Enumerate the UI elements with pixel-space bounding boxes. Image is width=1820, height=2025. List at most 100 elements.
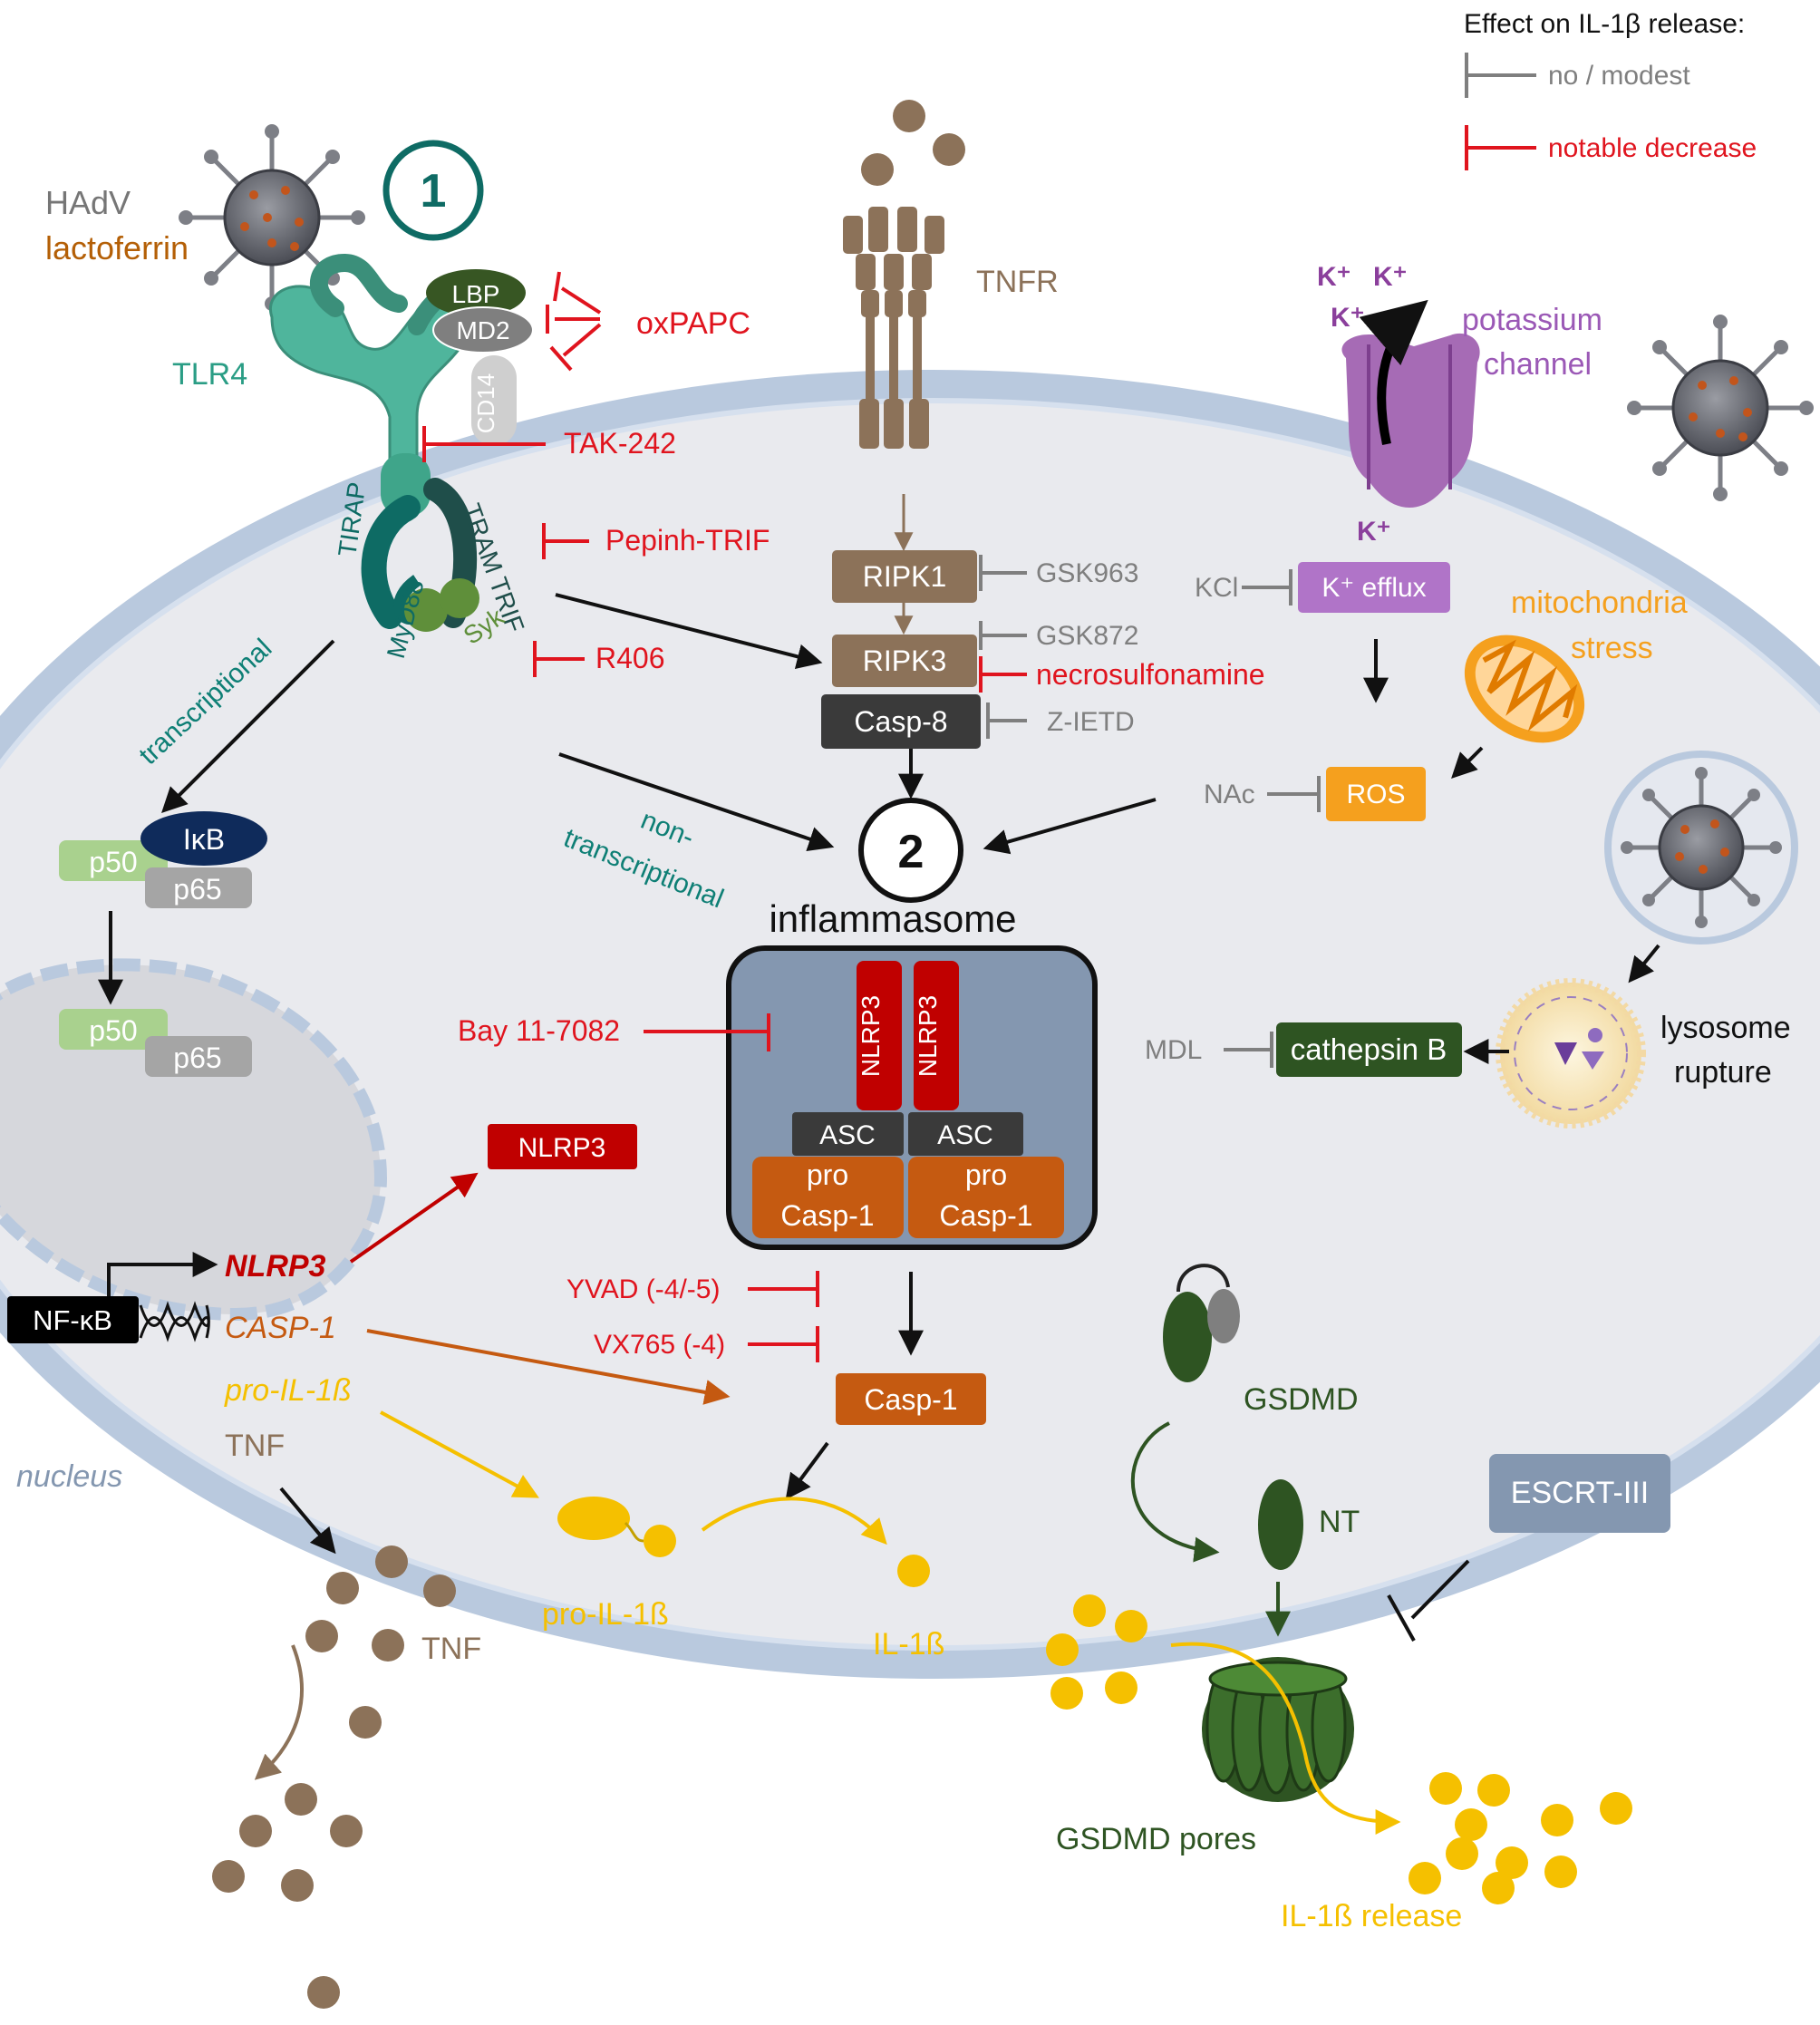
lysosome-icon — [1496, 978, 1646, 1129]
pepinh-label: Pepinh-TRIF — [605, 524, 770, 557]
gsdmd-cleavage-arrow — [1130, 1421, 1220, 1563]
svg-text:NF-κB: NF-κB — [33, 1304, 112, 1336]
kcl-inhibition — [1242, 569, 1292, 606]
r406-label: R406 — [595, 642, 665, 674]
potassium-channel-label-2: channel — [1484, 347, 1592, 382]
ripk1-node: RIPK1 — [832, 550, 977, 603]
potassium-channel-icon — [1341, 299, 1480, 508]
nlrp3-gene-arrow — [349, 1172, 479, 1264]
yvad-label: YVAD (-4/-5) — [566, 1274, 720, 1304]
svg-text:p65: p65 — [173, 1042, 221, 1074]
svg-text:ESCRT-III: ESCRT-III — [1511, 1476, 1649, 1510]
svg-text:ASC: ASC — [819, 1120, 876, 1150]
legend: Effect on IL-1β release: no / modest not… — [1464, 9, 1757, 170]
svg-text:2: 2 — [898, 826, 925, 878]
svg-text:cathepsin B: cathepsin B — [1291, 1032, 1447, 1066]
nfkb-ikb-complex: p50 p65 IκB — [59, 811, 267, 908]
tlr4-label: TLR4 — [172, 357, 247, 392]
pro-il1b-icon — [557, 1497, 676, 1557]
svg-text:RIPK3: RIPK3 — [863, 644, 946, 677]
casp1-to-cleavage-arrow — [785, 1441, 829, 1500]
il1b-icon — [897, 1555, 930, 1587]
svg-text:ASC: ASC — [937, 1120, 993, 1150]
bay-inhibition — [644, 1013, 770, 1051]
svg-text:NLRP3: NLRP3 — [857, 995, 885, 1077]
il1b-release-arrow — [1170, 1642, 1401, 1835]
nlrp3-protein-node: NLRP3 — [488, 1124, 637, 1169]
svg-text:NLRP3: NLRP3 — [518, 1133, 606, 1163]
necrosulfonamine-label: necrosulfonamine — [1036, 658, 1265, 691]
tlr4-to-nfkb-arrow — [161, 639, 335, 813]
lysosome-label-1: lysosome — [1660, 1011, 1791, 1045]
lbp-md2-cd14: LBP MD2 CD14 — [426, 269, 534, 446]
cd14-label: CD14 — [472, 373, 499, 433]
tnf-molecules — [212, 1545, 456, 2009]
tnf-secreted-label: TNF — [421, 1632, 481, 1666]
tlr4-to-inflammasome-arrow — [558, 752, 835, 852]
svg-text:IκB: IκB — [183, 823, 225, 856]
step-1-marker: 1 — [382, 140, 484, 241]
ros-node: ROS — [1326, 767, 1426, 821]
gsdmd-label: GSDMD — [1244, 1382, 1359, 1417]
r406-inhibition — [533, 641, 585, 677]
step-2-marker: 2 — [858, 798, 963, 903]
hadv-label: HAdV — [45, 184, 131, 221]
bay-label: Bay 11-7082 — [458, 1014, 620, 1047]
lysosome-label-2: rupture — [1674, 1055, 1772, 1090]
k-ion-1: K⁺ — [1317, 262, 1351, 292]
inflammasome-complex: NLRP3 NLRP3 ASC ASC pro Casp-1 pro Casp-… — [726, 945, 1098, 1250]
mito-label-1: mitochondria — [1511, 586, 1688, 620]
tlr4-to-ripk3-arrow — [555, 593, 823, 670]
escrt-iii-node: ESCRT-III — [1489, 1454, 1670, 1533]
zietd-label: Z-IETD — [1047, 707, 1135, 737]
legend-no-modest: no / modest — [1548, 61, 1690, 91]
proil-gene-arrow — [380, 1410, 539, 1498]
svg-text:NLRP3: NLRP3 — [914, 995, 942, 1077]
k-efflux-node: K⁺ efflux — [1298, 562, 1450, 613]
il1b-label: IL-1ß — [873, 1627, 944, 1662]
tlr4-receptor — [268, 253, 503, 632]
svg-text:1: 1 — [421, 165, 447, 218]
gsk872-label: GSK872 — [1036, 621, 1138, 651]
nt-label: NT — [1319, 1505, 1360, 1539]
nac-inhibition — [1267, 776, 1321, 812]
svg-text:K⁺ efflux: K⁺ efflux — [1321, 573, 1426, 603]
casp1-node: Casp-1 — [836, 1373, 986, 1425]
svg-text:Casp-1: Casp-1 — [939, 1199, 1032, 1232]
lbp-label: LBP — [452, 280, 500, 308]
gene-tnf: TNF — [225, 1429, 285, 1463]
zietd-inhibition — [986, 702, 1027, 739]
nucleus — [0, 958, 388, 1322]
il1b-release-label: IL-1ß release — [1281, 1899, 1462, 1933]
legend-title: Effect on IL-1β release: — [1464, 9, 1745, 39]
k-ion-2: K⁺ — [1373, 262, 1408, 292]
cleavage-arrow — [701, 1497, 887, 1545]
gene-pro-il1b: pro-IL-1ß — [224, 1373, 352, 1408]
md2-label: MD2 — [456, 316, 509, 344]
tnfr-label: TNFR — [976, 265, 1059, 299]
casp8-node: Casp-8 — [821, 694, 981, 749]
svg-text:ROS: ROS — [1346, 780, 1405, 809]
svg-text:Casp-1: Casp-1 — [780, 1199, 874, 1232]
mitochondria-icon — [1464, 635, 1585, 743]
tnf-gene-arrow — [279, 1487, 336, 1555]
gsk963-label: GSK963 — [1036, 558, 1138, 588]
lactoferrin-label: lactoferrin — [45, 229, 189, 266]
svg-text:RIPK1: RIPK1 — [863, 560, 946, 593]
tnf-ligands-top — [861, 100, 965, 186]
svg-text:Casp-1: Casp-1 — [864, 1383, 957, 1416]
k-ion-inside: K⁺ — [1357, 517, 1391, 547]
gsk872-inhibition — [979, 621, 1027, 650]
tnf-secretion-arrow — [254, 1644, 304, 1780]
svg-text:Casp-8: Casp-8 — [854, 705, 947, 738]
mdl-label: MDL — [1145, 1035, 1202, 1065]
mito-label-2: stress — [1571, 631, 1653, 665]
adenovirus-icon — [179, 124, 365, 311]
pro-il1b-label: pro-IL-1ß — [542, 1597, 669, 1632]
ros-to-inflammasome-arrow — [983, 798, 1157, 855]
svg-text:pro: pro — [965, 1158, 1007, 1191]
tak242-label: TAK-242 — [564, 427, 676, 460]
cathepsin-b-node: cathepsin B — [1276, 1022, 1462, 1077]
